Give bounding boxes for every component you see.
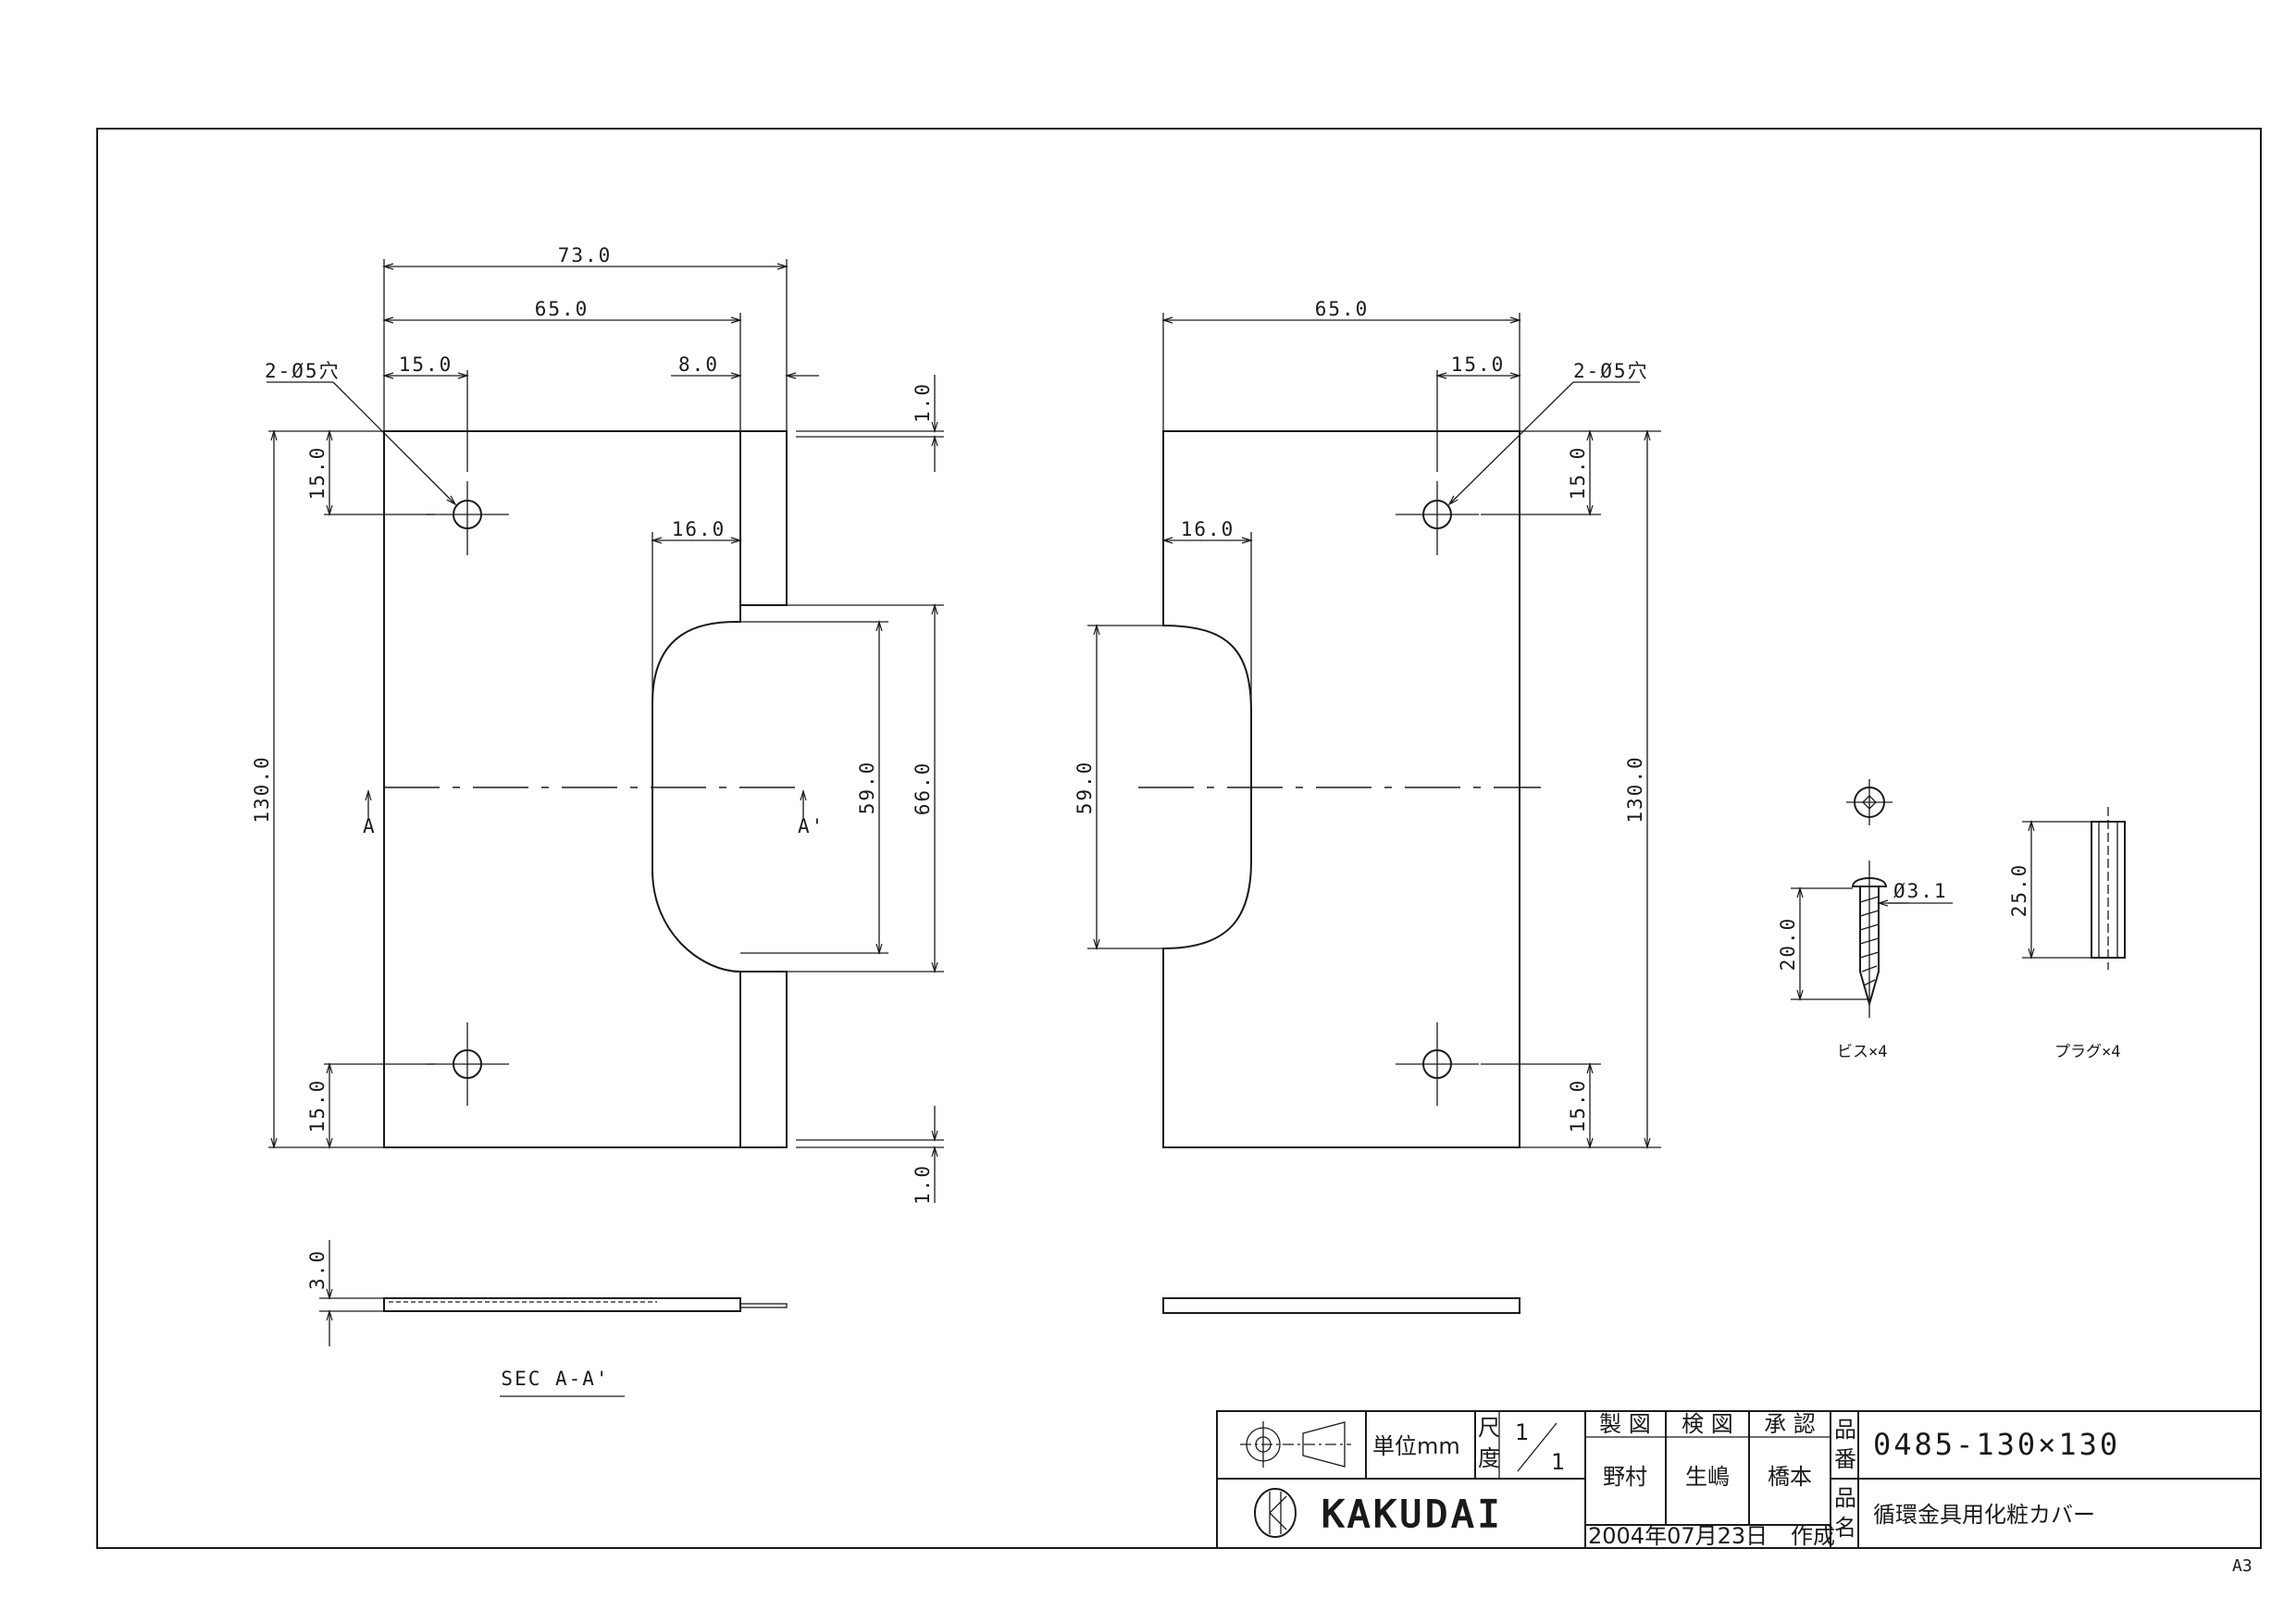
side-dim-15-top: 15.0 bbox=[1567, 446, 1589, 501]
dim-66: 66.0 bbox=[912, 762, 934, 816]
front-hole-top bbox=[426, 481, 509, 555]
section-label: SEC A-A' bbox=[501, 1368, 609, 1390]
part-name: 循環金具用化粧カバー bbox=[1873, 1502, 2095, 1528]
plug-length: 25.0 bbox=[2008, 863, 2030, 918]
section-view: 3.0 bbox=[306, 1240, 788, 1346]
scale-denominator: 1 bbox=[1551, 1449, 1565, 1475]
phillips-head-icon bbox=[1846, 779, 1893, 825]
front-hole-note: 2-Ø5穴 bbox=[265, 360, 341, 382]
side-hole-bottom bbox=[1396, 1022, 1479, 1106]
side-dim-15x: 15.0 bbox=[1451, 353, 1506, 376]
checked-by: 生嶋 bbox=[1685, 1464, 1730, 1490]
drawing-date: 2004年07月23日 bbox=[1588, 1523, 1768, 1549]
dim-59: 59.0 bbox=[856, 761, 878, 815]
dim-16: 16.0 bbox=[672, 518, 726, 540]
sheet-size: A3 bbox=[2232, 1556, 2253, 1576]
plug-part: 25.0 プラグ×4 bbox=[2008, 807, 2126, 1061]
dim-3: 3.0 bbox=[306, 1249, 329, 1290]
front-tab-top bbox=[739, 430, 788, 606]
part-name-label-bottom: 名 bbox=[1834, 1515, 1856, 1541]
side-hole-note: 2-Ø5穴 bbox=[1573, 360, 1649, 382]
screw-length: 20.0 bbox=[1777, 917, 1799, 972]
side-hole-top bbox=[1396, 481, 1479, 555]
dim-130: 130.0 bbox=[251, 755, 273, 823]
section-mark-a: A bbox=[363, 815, 377, 837]
side-dim-65: 65.0 bbox=[1315, 298, 1370, 320]
drawn-label: 製 図 bbox=[1599, 1411, 1651, 1437]
drawing-date-suffix: 作成 bbox=[1791, 1523, 1835, 1549]
front-tab-bottom bbox=[739, 971, 788, 1148]
dim-1-bottom: 1.0 bbox=[912, 1164, 934, 1205]
part-name-label-top: 品 bbox=[1834, 1485, 1856, 1511]
scale-label-bottom: 度 bbox=[1478, 1445, 1500, 1471]
screw-diameter: Ø3.1 bbox=[1893, 880, 1948, 902]
dim-65: 65.0 bbox=[535, 298, 590, 320]
side-dim-59: 59.0 bbox=[1074, 761, 1096, 815]
screw-label: ビス×4 bbox=[1837, 1043, 1887, 1061]
front-plate-outline bbox=[383, 430, 741, 1148]
part-no-label-top: 品 bbox=[1834, 1417, 1856, 1443]
dim-1-top: 1.0 bbox=[912, 382, 934, 423]
dim-15x: 15.0 bbox=[399, 353, 453, 376]
front-view: 73.0 65.0 15.0 8.0 16.0 130.0 15.0 15.0 … bbox=[251, 244, 944, 1397]
side-dim-15-bottom: 15.0 bbox=[1567, 1079, 1589, 1134]
side-dim-130: 130.0 bbox=[1624, 755, 1646, 823]
dim-73: 73.0 bbox=[558, 244, 613, 266]
part-no-label-bottom: 番 bbox=[1834, 1446, 1856, 1472]
screw-part: 20.0 Ø3.1 ビス×4 bbox=[1777, 779, 1953, 1061]
checked-label: 検 図 bbox=[1682, 1411, 1733, 1437]
side-section-view bbox=[1162, 1297, 1520, 1314]
dim-8: 8.0 bbox=[678, 353, 719, 376]
drawn-by: 野村 bbox=[1603, 1464, 1647, 1490]
scale-numerator: 1 bbox=[1515, 1419, 1529, 1445]
side-dim-16: 16.0 bbox=[1181, 518, 1235, 540]
section-mark-a-prime: A' bbox=[798, 815, 825, 837]
front-hole-bottom bbox=[426, 1022, 509, 1106]
scale-label-top: 尺 bbox=[1478, 1415, 1500, 1441]
unit-label: 単位mm bbox=[1372, 1433, 1460, 1459]
title-block: 単位mm 尺 度 1 1 製 図 検 図 承 認 野村 生嶋 橋本 品 番 04… bbox=[1216, 1410, 2262, 1549]
side-plate-outline bbox=[1162, 430, 1520, 1148]
projection-symbol-icon bbox=[1240, 1421, 1351, 1468]
kakudai-logo-icon bbox=[1254, 1488, 1297, 1538]
approved-label: 承 認 bbox=[1764, 1411, 1816, 1437]
plug-label: プラグ×4 bbox=[2054, 1043, 2120, 1061]
side-view: 65.0 15.0 16.0 59.0 130.0 15.0 15.0 2-Ø5… bbox=[1074, 298, 1661, 1314]
drawing-frame bbox=[96, 128, 2262, 1549]
dim-15-bottom: 15.0 bbox=[306, 1079, 329, 1134]
dim-15-top: 15.0 bbox=[306, 446, 329, 501]
company-name: KAKUDAI bbox=[1322, 1493, 1504, 1536]
approved-by: 橋本 bbox=[1768, 1464, 1812, 1490]
part-number: 0485-130×130 bbox=[1873, 1427, 2120, 1462]
